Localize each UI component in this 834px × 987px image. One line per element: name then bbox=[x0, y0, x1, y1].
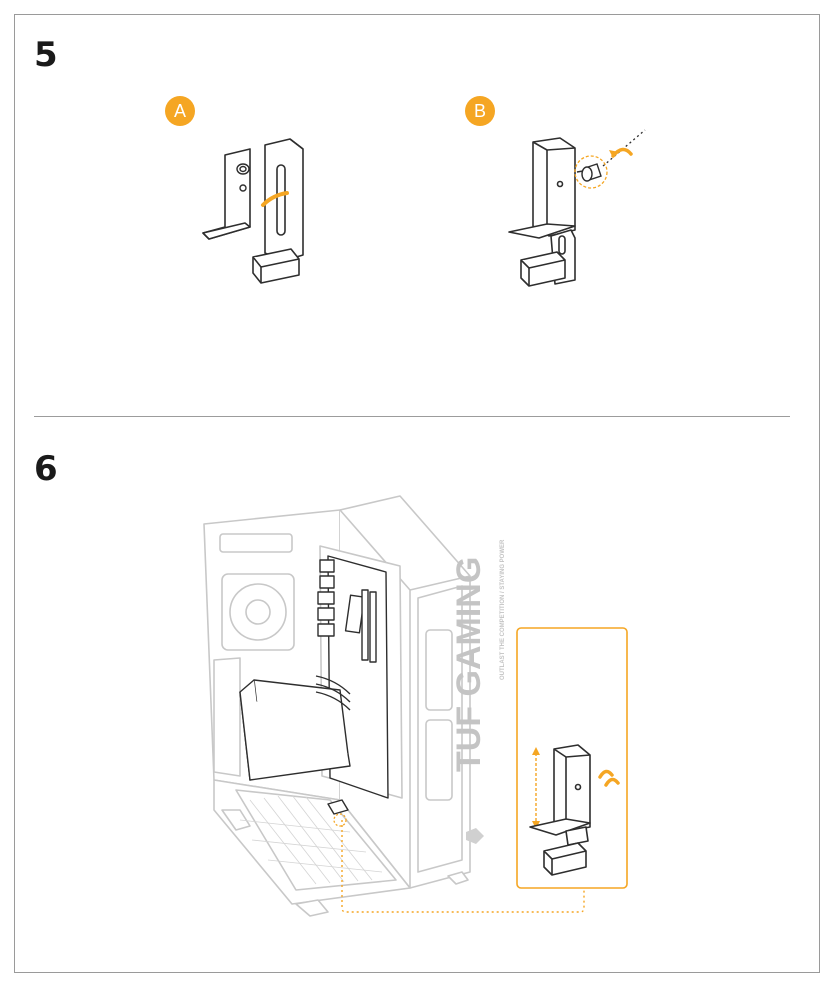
step-5-number: 5 bbox=[34, 38, 58, 72]
case-tagline-text: OUTLAST THE COMPETITION / STAYING POWER bbox=[500, 539, 506, 680]
step-6-number: 6 bbox=[34, 452, 58, 486]
tuf-gaming-logo: TUF GAMING OUTLAST THE COMPETITION / STA… bbox=[450, 539, 506, 772]
option-b-badge: B bbox=[465, 96, 495, 126]
bracket-assembly-b-illustration bbox=[505, 120, 665, 290]
section-divider bbox=[34, 416, 790, 417]
bracket-assembly-a-illustration bbox=[195, 135, 325, 295]
case-brand-text: TUF GAMING bbox=[450, 557, 488, 772]
option-a-badge: A bbox=[165, 96, 195, 126]
callout-detail-box bbox=[516, 627, 628, 889]
thumbscrew-icon bbox=[577, 164, 601, 181]
